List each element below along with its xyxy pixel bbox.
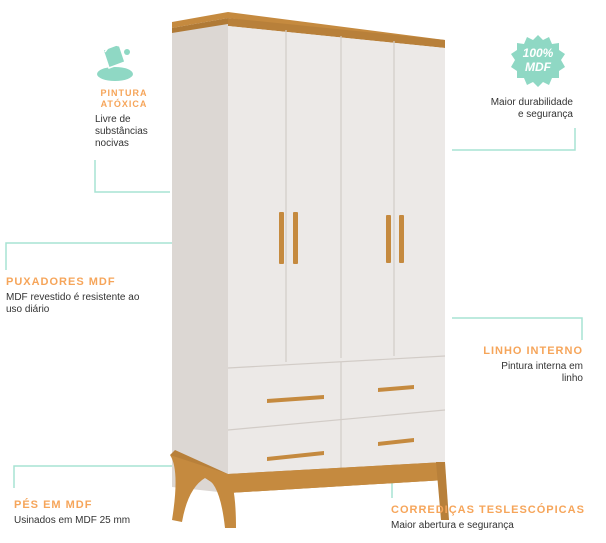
badge-line2: MDF	[525, 60, 551, 74]
badge-desc-line2: e segurança	[517, 109, 573, 120]
badge-line1: 100%	[522, 46, 554, 60]
feet-desc: Usinados em MDF 25 mm	[14, 515, 131, 526]
slides-title: CORREDIÇAS TESLESCÓPICAS	[391, 504, 585, 516]
lining-title: LINHO INTERNO	[483, 345, 583, 357]
handles-title: PUXADORES MDF	[6, 276, 116, 288]
feet-title: PÉS EM MDF	[14, 499, 93, 511]
paint-desc-line2: substâncias	[95, 126, 148, 137]
paint-desc: Livre de substâncias nocivas	[95, 114, 148, 150]
handles-desc: MDF revestido é resistente ao uso diário	[6, 292, 139, 316]
lining-desc: Pintura interna em linho	[450, 361, 583, 385]
paint-bucket-icon	[97, 43, 133, 81]
paint-title: PINTURA ATÓXICA	[96, 88, 152, 110]
slides-desc: Maior abertura e segurança	[391, 520, 514, 531]
badge-desc-line1: Maior durabilidade	[490, 97, 573, 108]
paint-desc-line1: Livre de	[95, 114, 131, 125]
mdf-badge-icon: 100% MDF	[511, 34, 565, 88]
lining-desc-line1: Pintura interna em	[501, 361, 583, 372]
handles-desc-line2: uso diário	[6, 304, 50, 315]
lining-desc-line2: linho	[561, 373, 583, 384]
paint-title-line2: ATÓXICA	[100, 99, 148, 109]
paint-desc-line3: nocivas	[95, 138, 129, 149]
paint-title-line1: PINTURA	[100, 88, 148, 98]
badge-desc: Maior durabilidade e segurança	[458, 97, 573, 121]
handles-desc-line1: MDF revestido é resistente ao	[6, 292, 140, 303]
